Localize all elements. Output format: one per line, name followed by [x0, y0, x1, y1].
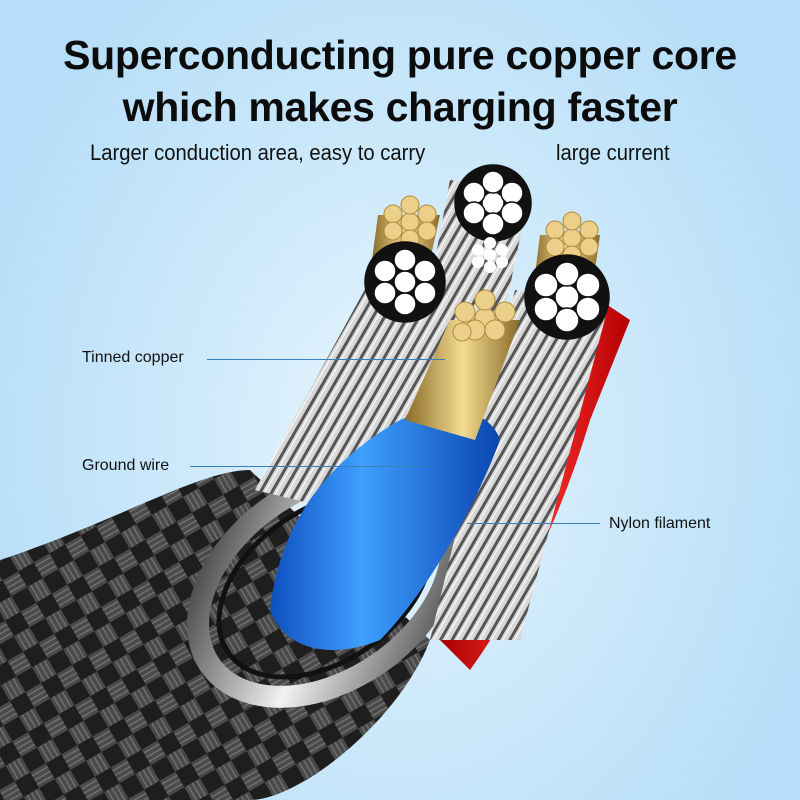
headline-line-2: which makes charging faster: [122, 84, 678, 130]
callout-ground-wire: Ground wire: [82, 457, 170, 474]
silver-strand-bundle-left: [255, 280, 445, 520]
headline-line-1: Superconducting pure copper core: [63, 32, 737, 78]
leader-line-nylon-filament: [467, 523, 600, 524]
subtitle-left: Larger conduction area, easy to carry: [90, 140, 426, 165]
blue-ground-wire: [270, 409, 500, 650]
callout-tinned-copper: Tinned copper: [82, 349, 184, 366]
callout-nylon-filament: Nylon filament: [609, 515, 711, 532]
tinned-copper-core-front: [405, 289, 520, 440]
silver-strand-bundle-right: [430, 290, 610, 640]
leader-line-ground-wire: [190, 466, 428, 467]
silver-strand-end-center: [472, 237, 508, 273]
silver-strand-end-top: [454, 164, 532, 242]
silver-strand-end-right: [524, 254, 610, 340]
subtitle-right: large current: [556, 140, 670, 165]
silver-strand-end-left: [364, 241, 446, 323]
leader-line-tinned-copper: [207, 359, 445, 360]
